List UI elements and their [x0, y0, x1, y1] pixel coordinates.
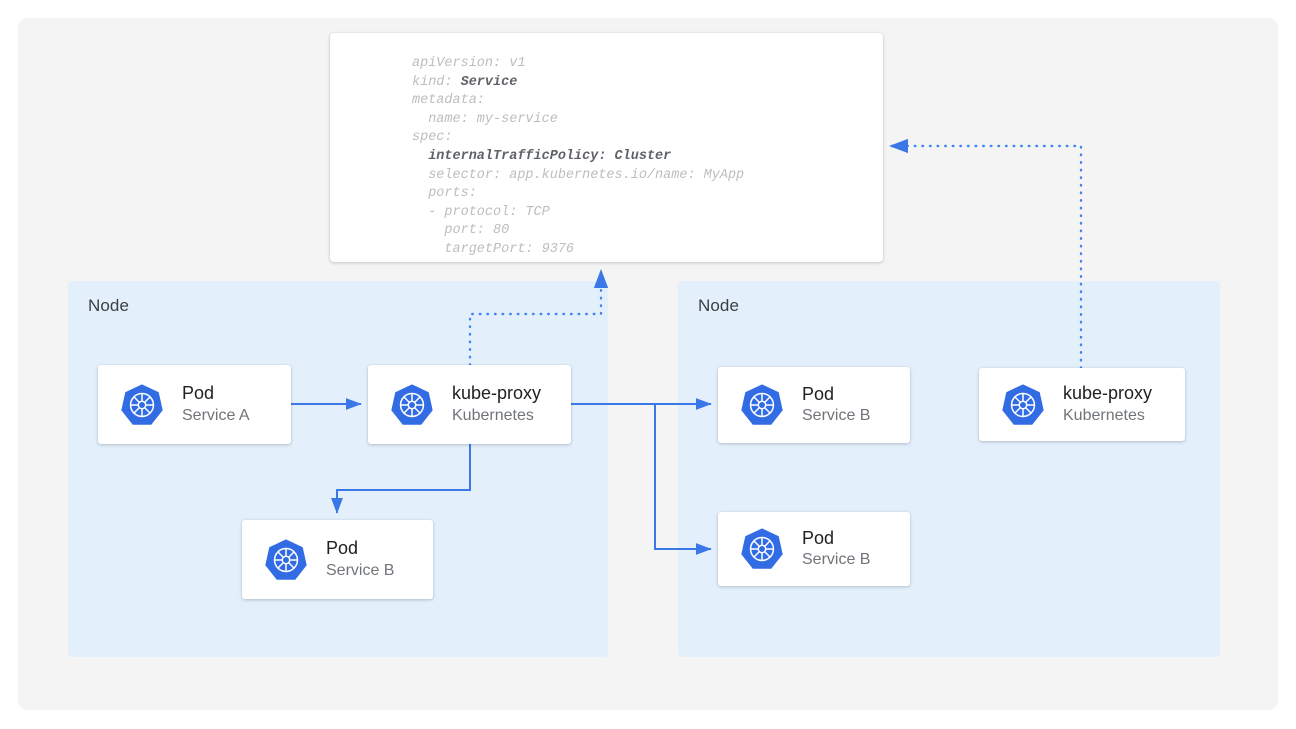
card-text: Pod Service B — [326, 537, 394, 581]
kubernetes-icon — [1002, 383, 1044, 425]
manifest-line: kind: Service — [412, 74, 518, 90]
manifest-line: ports: — [412, 186, 477, 202]
card-title: Pod — [182, 383, 215, 404]
card-kube-proxy-right[interactable]: kube-proxy Kubernetes — [979, 368, 1185, 441]
card-subtitle: Service B — [802, 551, 871, 569]
manifest-line: apiVersion: v1 — [412, 56, 526, 71]
manifest-line: internalTrafficPolicy: Cluster — [412, 148, 672, 164]
card-title: kube-proxy — [452, 383, 542, 404]
card-title: Pod — [802, 383, 835, 404]
card-pod-service-b-local[interactable]: Pod Service B — [242, 520, 433, 599]
manifest-line: name: my-service — [412, 111, 558, 127]
manifest-line: metadata: — [412, 93, 485, 109]
card-title: Pod — [802, 527, 835, 548]
card-subtitle: Service A — [182, 406, 250, 424]
node-panel-left: Node — [68, 281, 608, 657]
card-pod-service-a[interactable]: Pod Service A — [98, 365, 291, 444]
manifest-line: spec: — [412, 130, 453, 146]
kubernetes-icon — [741, 528, 783, 569]
kubernetes-icon — [741, 384, 783, 425]
card-pod-service-b-remote-1[interactable]: Pod Service B — [718, 367, 910, 443]
service-manifest-text: apiVersion: v1 kind: Service metadata: nam… — [412, 55, 744, 260]
service-manifest-card: apiVersion: v1 kind: Service metadata: nam… — [330, 33, 883, 262]
manifest-line: port: 80 — [412, 223, 510, 239]
manifest-line: - protocol: TCP — [412, 204, 550, 220]
card-text: Pod Service B — [802, 383, 870, 427]
card-title: kube-proxy — [1063, 383, 1153, 404]
manifest-line: selector: app.kubernetes.io/name: MyApp — [412, 167, 745, 183]
card-kube-proxy-left[interactable]: kube-proxy Kubernetes — [368, 365, 571, 444]
card-text: kube-proxy Kubernetes — [1063, 382, 1152, 426]
node-panel-right: Node — [678, 281, 1220, 657]
card-title: Pod — [326, 538, 359, 559]
manifest-line: targetPort: 9376 — [412, 241, 575, 257]
kubernetes-icon — [391, 383, 433, 425]
node-label-left: Node — [88, 296, 130, 315]
card-subtitle: Kubernetes — [1063, 406, 1145, 424]
card-subtitle: Service B — [326, 561, 395, 579]
card-text: Pod Service A — [182, 382, 250, 426]
node-label-right: Node — [698, 296, 740, 315]
card-text: kube-proxy Kubernetes — [452, 382, 541, 426]
card-text: Pod Service B — [802, 527, 870, 571]
kubernetes-icon — [265, 538, 307, 580]
card-subtitle: Service B — [802, 407, 871, 425]
card-pod-service-b-remote-2[interactable]: Pod Service B — [718, 512, 910, 586]
kubernetes-icon — [121, 383, 163, 425]
card-subtitle: Kubernetes — [452, 406, 534, 424]
